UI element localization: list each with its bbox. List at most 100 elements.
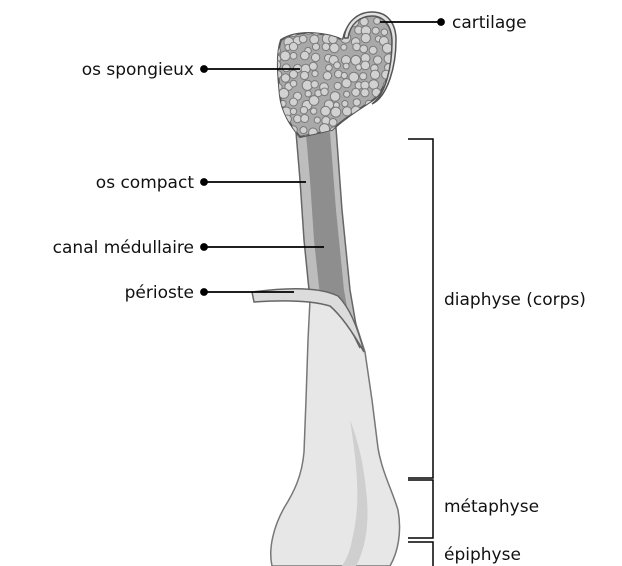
spongy-cell: [301, 115, 309, 123]
spongy-cell: [386, 125, 392, 131]
spongy-cell: [361, 116, 369, 124]
spongy-cell: [369, 46, 377, 54]
label-medullary-canal: canal médullaire: [53, 238, 194, 258]
spongy-cell: [311, 108, 317, 114]
spongy-cell: [284, 27, 292, 35]
spongy-cell: [341, 72, 347, 78]
spongy-cell: [329, 119, 337, 127]
spongy-cell: [353, 99, 360, 106]
spongy-cell: [361, 61, 370, 70]
spongy-cell: [341, 44, 347, 50]
spongy-cell: [290, 80, 297, 87]
spongy-cell: [381, 29, 388, 36]
spongy-cell: [311, 81, 318, 88]
label-cartilage: cartilage: [452, 13, 527, 33]
spongy-cell: [289, 20, 298, 29]
bracket-diaphysis: [408, 139, 433, 478]
spongy-cell: [273, 19, 280, 26]
spongy-cell: [290, 108, 296, 114]
spongy-cell: [314, 117, 320, 123]
spongy-cell: [270, 135, 279, 144]
brackets: [408, 139, 433, 566]
spongy-cell: [342, 101, 348, 107]
spongy-cell: [373, 111, 379, 117]
spongy-cell: [279, 88, 289, 98]
spongy-cell: [330, 92, 340, 102]
spongy-cell: [383, 108, 390, 115]
spongy-cell: [365, 128, 371, 134]
label-periosteum: périoste: [125, 283, 194, 303]
spongy-cell: [300, 107, 307, 114]
spongy-cell: [299, 35, 307, 43]
spongy-cell: [301, 16, 310, 25]
spongy-cell: [321, 106, 331, 116]
spongy-cell: [274, 119, 281, 126]
spongy-cell: [354, 118, 364, 128]
spongy-cell: [309, 96, 319, 106]
spongy-cell: [352, 88, 360, 96]
spongy-cell: [321, 88, 329, 96]
spongy-cell: [280, 18, 288, 26]
spongy-cell: [312, 43, 319, 50]
spongy-cell: [323, 72, 331, 80]
spongy-cell: [281, 74, 290, 83]
spongy-cell: [333, 26, 339, 32]
bracket-metaphysis: [408, 480, 433, 538]
spongy-cell: [349, 123, 358, 132]
label-metaphysis: métaphyse: [444, 497, 539, 517]
spongy-cell: [311, 53, 319, 61]
spongy-cell: [273, 27, 280, 34]
spongy-cell: [289, 42, 297, 50]
spongy-cell: [343, 63, 349, 69]
spongy-cell: [361, 33, 370, 42]
spongy-cell: [355, 138, 362, 145]
spongy-cell: [282, 64, 290, 72]
leader-dot-cartilage: [438, 19, 444, 25]
spongy-cell: [372, 27, 379, 34]
spongy-cell: [312, 71, 318, 77]
label-epiphysis: épiphyse: [444, 545, 521, 565]
spongy-cell: [282, 125, 291, 134]
spongy-cell: [344, 91, 350, 97]
leader-dot-compact: [201, 179, 207, 185]
spongy-cell: [280, 51, 290, 61]
spongy-cell: [333, 19, 340, 26]
spongy-cell: [361, 109, 369, 117]
spongy-cell: [305, 91, 311, 97]
spongy-cell: [343, 135, 352, 144]
spongy-cell: [382, 43, 392, 53]
spongy-cell: [381, 116, 390, 125]
spongy-cell: [360, 45, 368, 53]
spongy-cell: [342, 107, 351, 116]
spongy-cell: [360, 136, 367, 143]
spongy-cell: [274, 47, 281, 54]
spongy-cell: [370, 125, 377, 132]
spongy-cell: [361, 89, 369, 97]
label-compact-bone: os compact: [96, 173, 195, 193]
leader-dot-periosteum: [201, 289, 207, 295]
spongy-cell: [374, 18, 381, 25]
bracket-epiphysis: [408, 542, 433, 566]
leader-dot-canal: [201, 244, 207, 250]
spongy-cell: [334, 62, 341, 69]
label-diaphysis: diaphyse (corps): [444, 290, 586, 310]
spongy-cell: [290, 30, 297, 37]
spongy-cell: [330, 43, 339, 52]
spongy-cell: [374, 56, 382, 64]
spongy-cell: [342, 129, 348, 135]
spongy-cell: [269, 107, 277, 115]
spongy-cell: [290, 52, 297, 59]
spongy-cell: [270, 36, 280, 46]
spongy-cell: [310, 35, 319, 44]
spongy-cell: [309, 62, 317, 70]
spongy-cell: [290, 98, 298, 106]
bone-shaft-lower: [271, 299, 400, 566]
spongy-cell: [321, 20, 328, 27]
spongy-cell: [371, 70, 380, 79]
spongy-cell: [300, 127, 307, 134]
spongy-cell: [270, 127, 279, 136]
spongy-cell: [269, 99, 277, 107]
spongy-cell: [313, 16, 321, 24]
